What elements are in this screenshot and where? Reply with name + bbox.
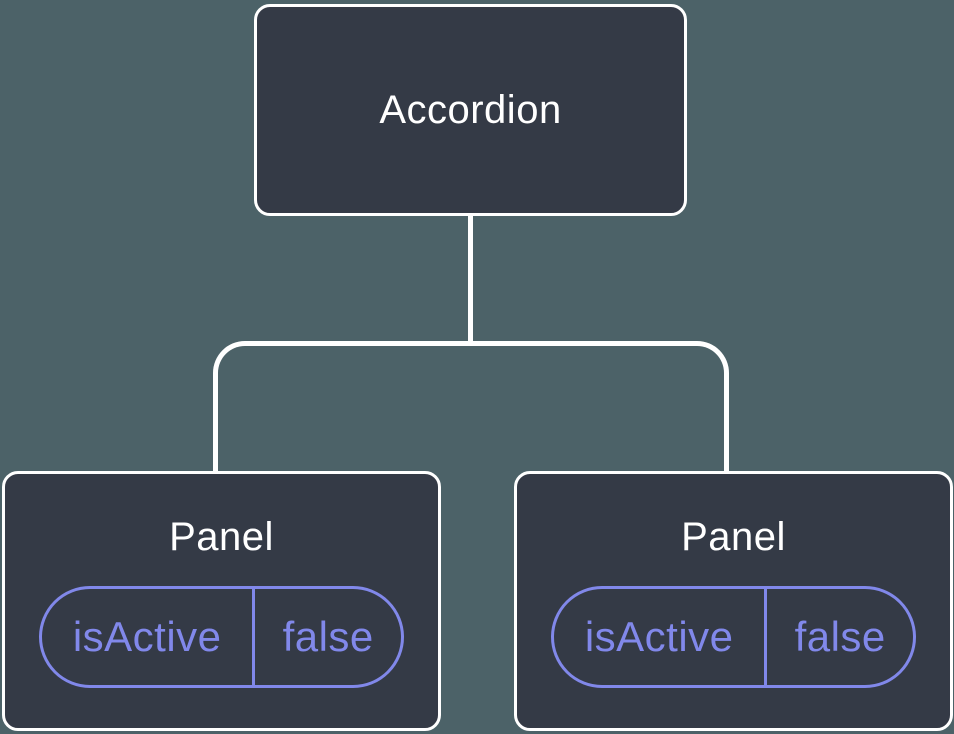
accordion-label: Accordion — [379, 87, 562, 132]
accordion-node: Accordion — [254, 4, 687, 216]
state-name: isActive — [72, 613, 222, 660]
state-pill: isActive false — [39, 586, 404, 688]
connector-stem — [468, 213, 473, 345]
panel-node-right: Panel isActive false — [514, 471, 953, 731]
state-name: isActive — [584, 613, 734, 660]
connector-bracket — [213, 341, 729, 473]
state-value: false — [764, 589, 913, 685]
panel-node-left: Panel isActive false — [2, 471, 441, 731]
state-pill: isActive false — [551, 586, 916, 688]
panel-left-label: Panel — [169, 515, 274, 559]
state-value: false — [252, 589, 401, 685]
panel-right-label: Panel — [681, 515, 786, 559]
